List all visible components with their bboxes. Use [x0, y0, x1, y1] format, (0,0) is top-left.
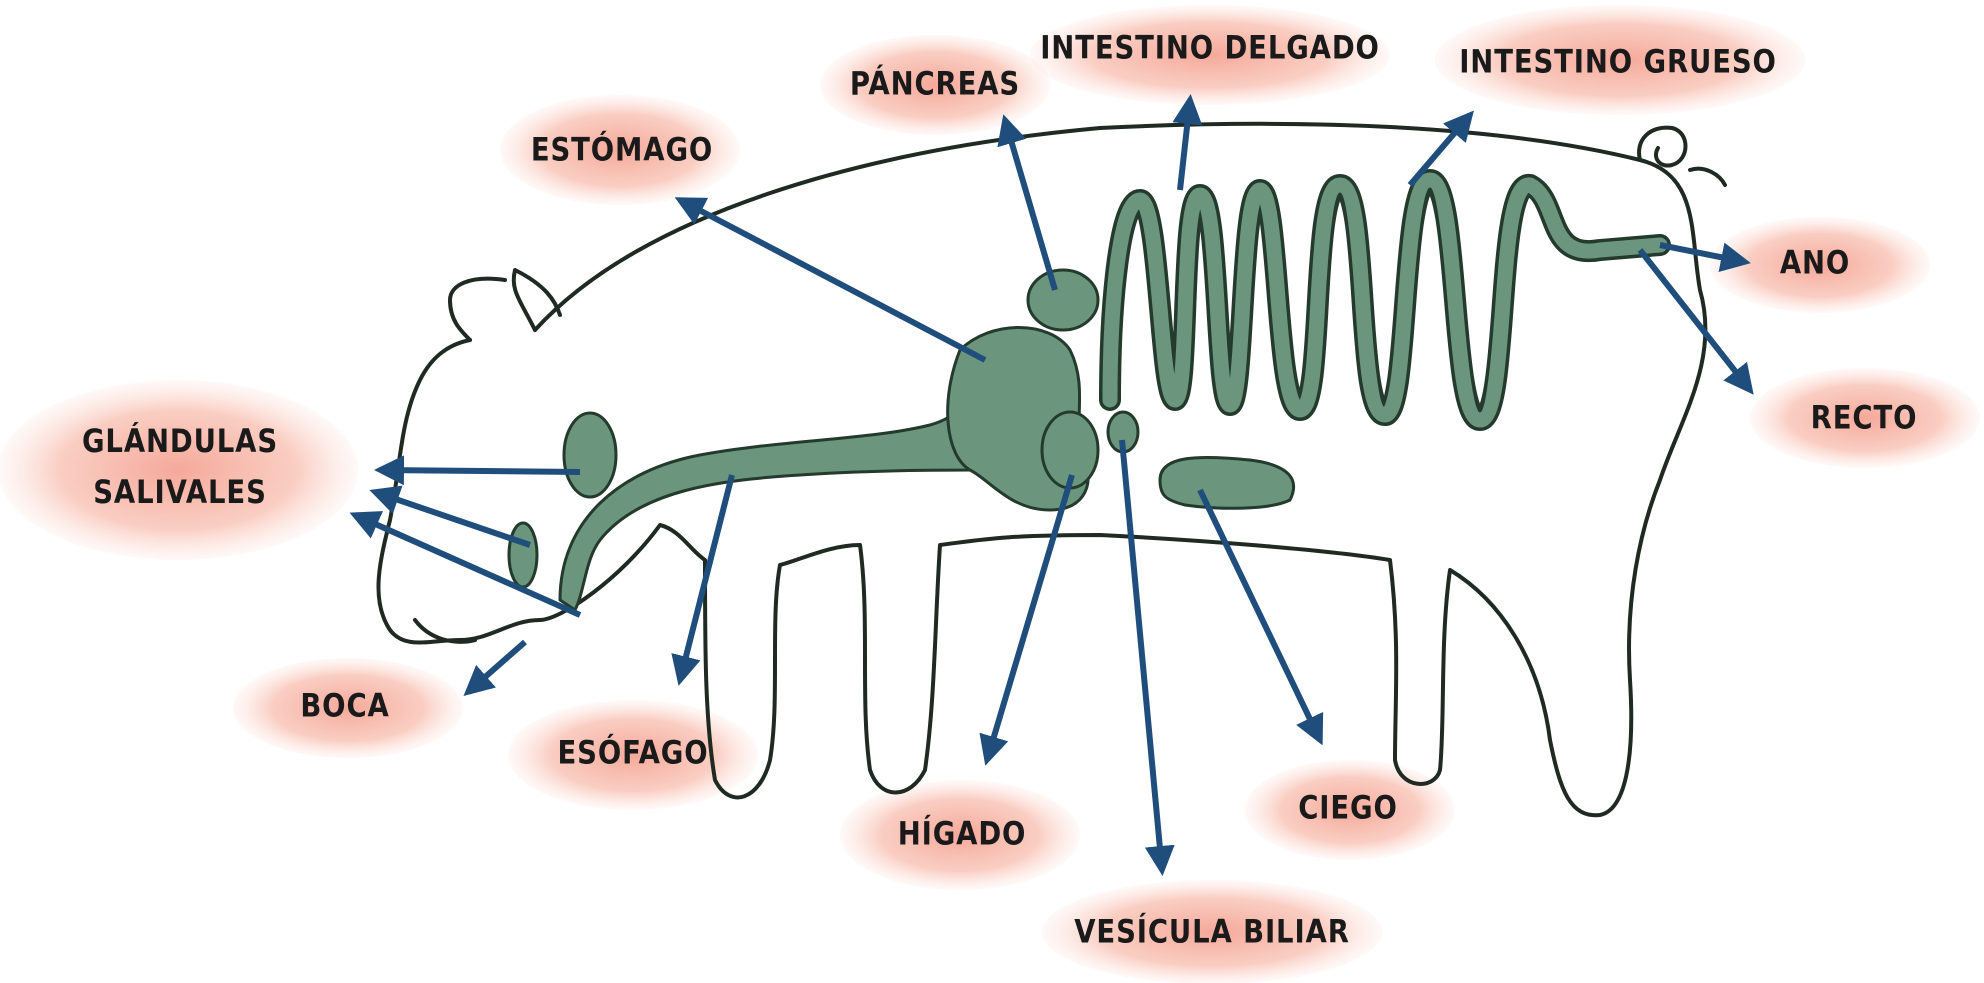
intestine-loops-fill — [1110, 180, 1660, 420]
glandula-1 — [564, 413, 616, 497]
label-pancreas: PÁNCREAS — [850, 58, 1020, 109]
label-intestino-grueso: INTESTINO GRUESO — [1459, 36, 1777, 87]
arrow-pancreas — [1005, 120, 1055, 290]
label-vesicula-biliar: VESÍCULA BILIAR — [1074, 906, 1349, 957]
label-intestino-delgado: INTESTINO DELGADO — [1040, 22, 1380, 73]
label-boca: BOCA — [300, 680, 389, 731]
arrow-intestino-delgado — [1180, 100, 1190, 190]
pancreas-shape — [1028, 270, 1098, 330]
arrow-vesicula — [1122, 440, 1162, 870]
arrow-estomago — [680, 200, 985, 360]
label-glandulas-line1: GLÁNDULAS — [82, 416, 278, 467]
label-estomago: ESTÓMAGO — [531, 124, 713, 175]
label-ano: ANO — [1780, 237, 1850, 288]
esofago-shape — [560, 390, 975, 610]
label-glandulas: GLÁNDULAS SALIVALES — [82, 416, 278, 518]
arrow-glandulas-1 — [380, 470, 580, 472]
label-higado: HÍGADO — [898, 808, 1027, 859]
label-recto: RECTO — [1811, 392, 1918, 443]
label-glandulas-line2: SALIVALES — [82, 467, 278, 518]
arrow-higado — [987, 475, 1072, 760]
arrow-glandulas-3 — [355, 515, 580, 615]
glandula-2 — [509, 523, 537, 587]
label-esofago: ESÓFAGO — [558, 727, 709, 778]
label-ciego: CIEGO — [1298, 782, 1398, 833]
arrow-ciego — [1200, 490, 1320, 740]
ciego-shape — [1160, 457, 1294, 508]
arrow-boca — [468, 642, 525, 692]
